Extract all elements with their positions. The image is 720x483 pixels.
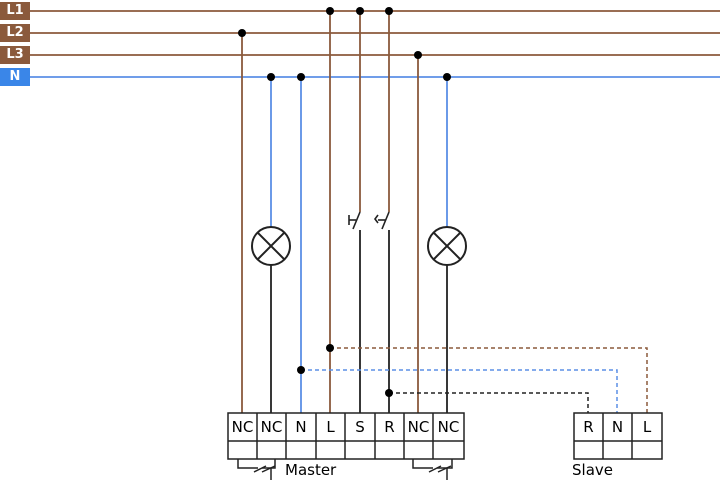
- bus-label-n: N: [0, 68, 30, 86]
- bus-label-l1: L1: [0, 2, 30, 20]
- junction-dots: [238, 7, 451, 397]
- lamp-icon: [427, 226, 467, 266]
- bus-bars: [30, 10, 720, 78]
- slave-terminal-r: R: [583, 418, 594, 436]
- junction-dot: [267, 73, 275, 81]
- slave-label: Slave: [572, 461, 613, 479]
- slave-terminal-n: N: [611, 418, 624, 436]
- junction-dot: [297, 366, 305, 374]
- junction-dot: [385, 389, 393, 397]
- pushbutton-icon: [348, 211, 361, 230]
- master-terminal-l: L: [326, 418, 335, 436]
- bus-label-l3: L3: [0, 46, 30, 64]
- junction-dot: [443, 73, 451, 81]
- master-terminal-s: S: [355, 418, 365, 436]
- wires: [241, 11, 448, 413]
- junction-dot: [414, 51, 422, 59]
- slave-terminal-l: L: [642, 418, 652, 436]
- slave-terminal-block: [573, 412, 663, 460]
- junction-dot: [326, 344, 334, 352]
- bus-label-l2: L2: [0, 24, 30, 42]
- junction-dot: [385, 7, 393, 15]
- master-terminal-nc4: NC: [437, 418, 460, 436]
- master-terminal-nc1: NC: [231, 418, 254, 436]
- junction-dot: [238, 29, 246, 37]
- master-terminal-n: N: [295, 418, 307, 436]
- master-terminal-nc2: NC: [260, 418, 283, 436]
- junction-dot: [297, 73, 305, 81]
- junction-dot: [356, 7, 364, 15]
- contact-icon: [412, 459, 453, 480]
- link-l-dashed: [330, 347, 648, 413]
- link-n-dashed: [301, 369, 618, 413]
- lamp-icon: [251, 226, 291, 266]
- junction-dot: [326, 7, 334, 15]
- master-terminal-nc3: NC: [407, 418, 430, 436]
- pushbutton-icon: [374, 211, 390, 230]
- contact-icon: [237, 459, 276, 480]
- slave-links: [301, 347, 648, 413]
- master-terminal-block: [227, 412, 465, 460]
- link-r-dashed: [389, 392, 589, 413]
- master-label: Master: [285, 461, 337, 479]
- master-terminal-r: R: [384, 418, 395, 436]
